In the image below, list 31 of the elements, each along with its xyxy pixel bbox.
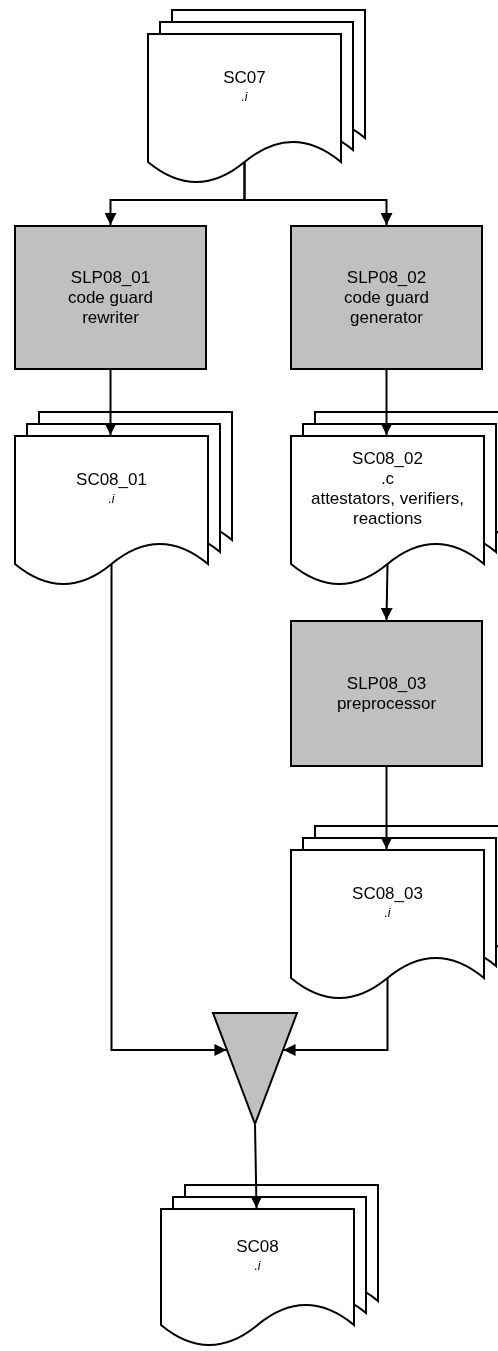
arrow: [104, 369, 117, 436]
document-title: SC08: [236, 1237, 279, 1257]
merge-triangle: [212, 1012, 298, 1125]
document-title: SC08_03: [352, 884, 423, 904]
process-box: [290, 225, 483, 370]
document-title: SC08_02: [352, 449, 423, 469]
arrow: [380, 369, 393, 436]
document-text: attestators, verifiers, reactions: [309, 489, 466, 529]
arrow: [110, 563, 228, 1056]
process-label: SLP08_02 code guard generator: [343, 267, 430, 327]
arrow: [380, 766, 393, 850]
document-stack: [147, 9, 364, 183]
file-extension: .i: [241, 89, 248, 106]
process-label: SLP08_01 code guard rewriter: [67, 267, 154, 327]
process-label: SLP08_03 preprocessor: [336, 673, 437, 713]
document-title: SC08_01: [76, 470, 147, 490]
file-extension: .i: [254, 1258, 261, 1275]
document-text: .c: [380, 469, 395, 489]
arrow: [243, 161, 393, 226]
arrow: [282, 977, 389, 1056]
file-extension: .i: [108, 491, 115, 508]
document-stack: [160, 1184, 377, 1346]
document-stack: [290, 411, 498, 585]
process-box: [14, 225, 207, 370]
arrow: [380, 563, 393, 621]
document-stack: [290, 825, 498, 999]
arrow: [250, 1124, 263, 1209]
document-stack: [14, 411, 231, 585]
file-extension: .i: [384, 905, 391, 922]
process-box: [290, 620, 483, 767]
document-title: SC07: [223, 68, 266, 88]
